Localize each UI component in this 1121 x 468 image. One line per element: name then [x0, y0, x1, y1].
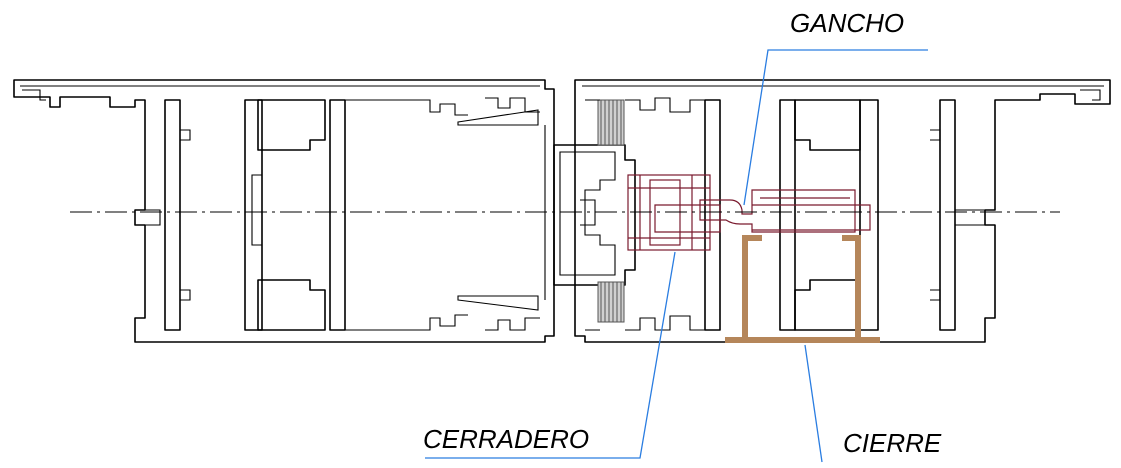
left-profile [13, 79, 555, 343]
right-chamber-bottom [794, 279, 861, 331]
left-chamber-top [257, 99, 326, 151]
cierre-frame [725, 235, 880, 343]
left-wall-3 [329, 99, 346, 331]
left-wall-2 [244, 99, 263, 331]
connector-body [553, 144, 636, 286]
cerradero-label: CERRADERO [423, 424, 589, 454]
left-wall-1 [164, 99, 181, 331]
right-chamber-top [794, 99, 861, 151]
cierre-leader [804, 344, 823, 463]
center-connector [553, 99, 636, 323]
right-wall-4 [939, 99, 956, 331]
gasket-bottom [597, 281, 625, 323]
gancho-part [699, 189, 871, 233]
cerradero-leader [425, 251, 676, 459]
gasket-top [597, 99, 625, 146]
leader-lines [425, 49, 928, 463]
left-chamber-bottom [257, 279, 326, 331]
right-wall-2 [779, 99, 796, 331]
cierre-label: CIERRE [843, 428, 942, 458]
right-profile-outline [574, 79, 1111, 343]
gancho-leader [743, 49, 928, 206]
right-profile [574, 79, 1111, 343]
gancho-label: GANCHO [790, 8, 904, 38]
right-wall-3 [859, 99, 879, 331]
right-wall-1 [704, 99, 721, 331]
